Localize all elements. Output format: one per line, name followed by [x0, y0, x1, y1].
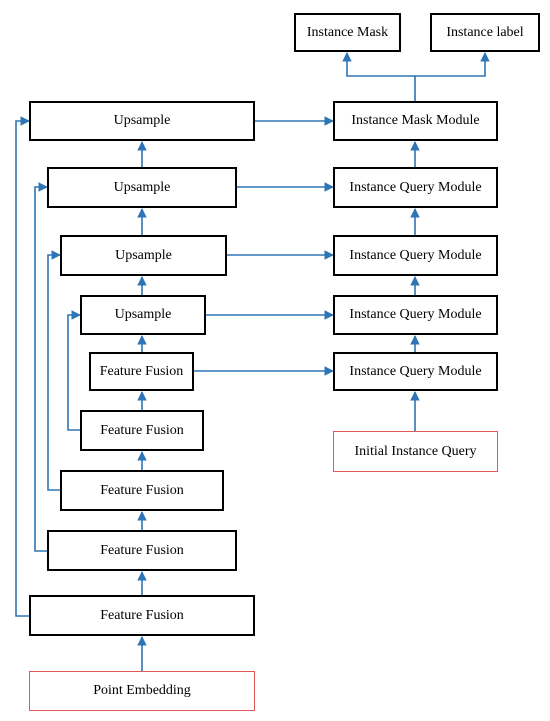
upsample-box-4: Upsample [80, 295, 206, 335]
feature-fusion-box-2: Feature Fusion [80, 410, 204, 451]
arrow-mask-module-to-instance-label [415, 52, 490, 77]
skip-fusion-2-to-upsample-4 [67, 310, 81, 431]
instance-query-module-box-4: Instance Query Module [333, 352, 498, 391]
instance-query-module-box-2: Instance Query Module [333, 235, 498, 276]
instance-mask-box: Instance Mask [294, 13, 401, 52]
instance-label-box: Instance label [430, 13, 540, 52]
skip-fusion-3-to-upsample-3 [47, 250, 61, 491]
upsample-box-2: Upsample [47, 167, 237, 208]
instance-mask-module-box: Instance Mask Module [333, 101, 498, 141]
upsample-box-3: Upsample [60, 235, 227, 276]
skip-fusion-4-to-upsample-2 [34, 182, 48, 552]
arrow-mask-module-to-instance-mask [342, 52, 416, 101]
upsample-box-1: Upsample [29, 101, 255, 141]
feature-fusion-box-4: Feature Fusion [47, 530, 237, 571]
initial-instance-query-box: Initial Instance Query [333, 431, 498, 472]
instance-query-module-box-1: Instance Query Module [333, 167, 498, 208]
skip-fusion-5-to-upsample-1 [15, 116, 30, 617]
point-embedding-box: Point Embedding [29, 671, 255, 711]
feature-fusion-box-5: Feature Fusion [29, 595, 255, 636]
feature-fusion-box-3: Feature Fusion [60, 470, 224, 511]
instance-query-module-box-3: Instance Query Module [333, 295, 498, 335]
feature-fusion-box-1: Feature Fusion [89, 352, 194, 391]
